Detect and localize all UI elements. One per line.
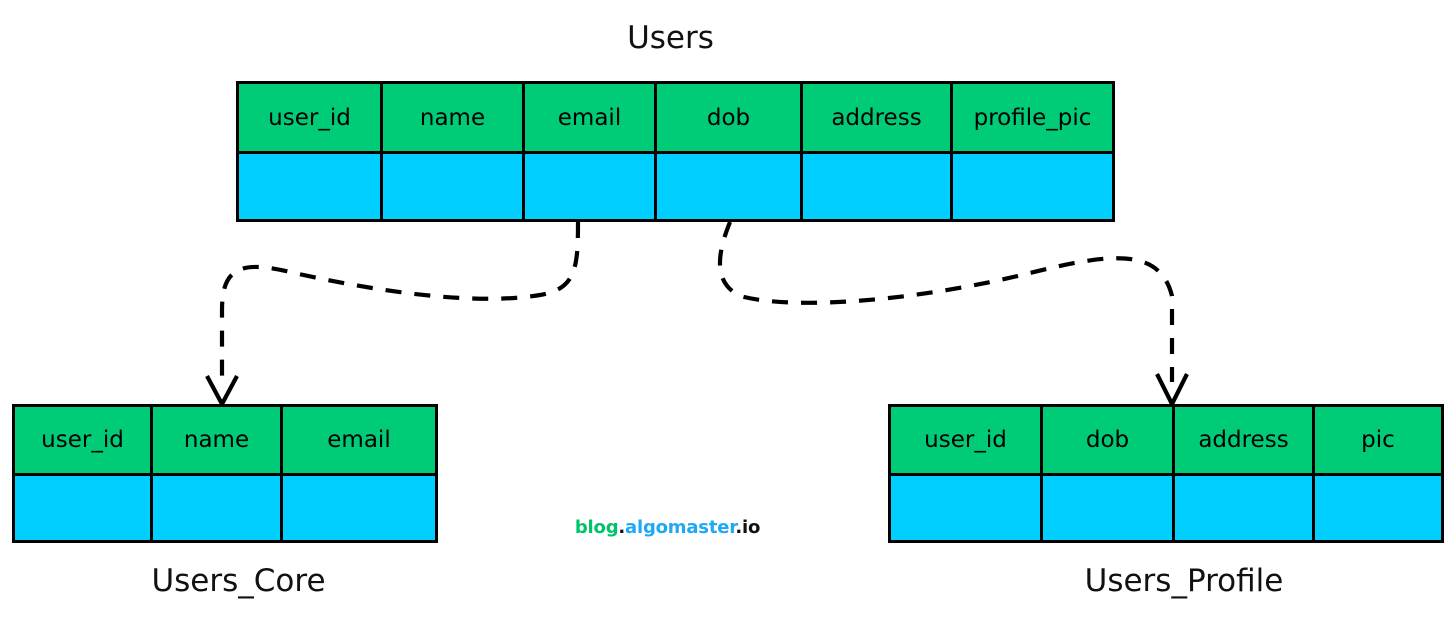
users-table-header-profile_pic: profile_pic <box>973 104 1092 131</box>
users-table-cell-address <box>803 154 953 219</box>
users-profile-table-title: Users_Profile <box>1084 563 1284 599</box>
users-table: user_id name email dob address profile_p… <box>236 81 1115 222</box>
users-table-header-row: user_id name email dob address profile_p… <box>239 84 1112 152</box>
users-core-table-data-row <box>15 473 435 540</box>
watermark-dot: . <box>618 517 626 538</box>
users-core-table-header-email: email <box>327 427 391 454</box>
users-core-table-cell-user_id <box>15 476 153 540</box>
users-core-table-header-name: name <box>153 407 283 474</box>
users-profile-table-header-row: user_id dob address pic <box>891 407 1441 474</box>
users-profile-table-header-pic: pic <box>1361 427 1395 454</box>
users-profile-table-header-address: address <box>1175 407 1315 474</box>
users-table-header-user_id: user_id <box>239 84 383 152</box>
users-table-cell-email <box>525 154 657 219</box>
users-table-cell-name <box>383 154 525 219</box>
users-core-table-title: Users_Core <box>151 563 326 599</box>
users-profile-table-data-row <box>891 473 1441 540</box>
arrow-users-to-users-core <box>205 221 581 409</box>
users-table-header-email: email <box>525 84 657 152</box>
users-core-table-header-user_id: user_id <box>15 407 153 474</box>
watermark-tld: .io <box>735 517 761 538</box>
arrow-users-to-users-profile <box>717 221 1189 409</box>
users-core-table: user_id name email <box>12 404 438 543</box>
users-table-header-address: address <box>803 84 953 152</box>
users-profile-table-header-user_id: user_id <box>891 407 1043 474</box>
watermark-algomaster: algomaster <box>625 517 736 538</box>
users-table-cell-user_id <box>239 154 383 219</box>
watermark-blog: blog <box>574 517 619 538</box>
users-table-data-row <box>239 151 1112 219</box>
users-profile-table-header-dob: dob <box>1043 407 1175 474</box>
users-table-cell-dob <box>657 154 803 219</box>
users-profile-table-cell-address <box>1175 476 1315 540</box>
users-core-table-cell-name <box>153 476 283 540</box>
users-core-table-header-row: user_id name email <box>15 407 435 474</box>
users-profile-table-cell-user_id <box>891 476 1043 540</box>
users-profile-table: user_id dob address pic <box>888 404 1444 543</box>
users-table-cell-profile_pic <box>953 154 1112 219</box>
users-profile-table-cell-dob <box>1043 476 1175 540</box>
watermark: blog.algomaster.io <box>0 517 1335 538</box>
users-table-title: Users <box>627 20 714 56</box>
users-table-header-dob: dob <box>657 84 803 152</box>
users-table-header-name: name <box>383 84 525 152</box>
